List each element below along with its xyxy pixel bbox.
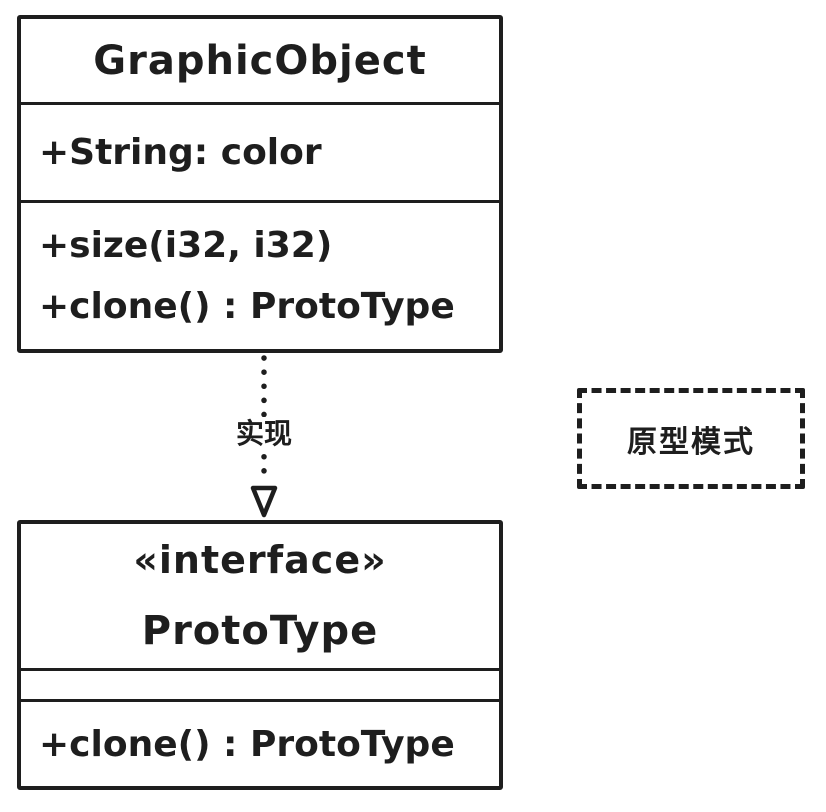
class-name: GraphicObject	[93, 37, 427, 84]
class-title-compartment: GraphicObject	[21, 19, 499, 105]
realization-arrow	[250, 355, 278, 518]
note-box: 原型模式	[577, 388, 805, 489]
class-methods-compartment: +size(i32, i32) +clone() : ProtoType	[21, 203, 499, 349]
realization-label: 实现	[227, 417, 301, 452]
class-box-graphicobject: GraphicObject +String: color +size(i32, …	[17, 15, 503, 353]
class-attribute: +String: color	[39, 132, 322, 173]
class-attributes-compartment	[21, 671, 499, 702]
hollow-triangle-icon	[250, 485, 278, 518]
class-method: +clone() : ProtoType	[39, 723, 455, 765]
class-title-compartment: «interface» ProtoType	[21, 524, 499, 671]
class-method: +clone() : ProtoType	[39, 286, 455, 327]
class-name: ProtoType	[141, 608, 379, 654]
class-method: +size(i32, i32)	[39, 225, 333, 266]
class-stereotype: «interface»	[133, 538, 387, 582]
class-methods-compartment: +clone() : ProtoType	[21, 702, 499, 786]
class-attributes-compartment: +String: color	[21, 105, 499, 203]
class-box-prototype: «interface» ProtoType +clone() : ProtoTy…	[17, 520, 503, 790]
note-label: 原型模式	[627, 424, 755, 460]
